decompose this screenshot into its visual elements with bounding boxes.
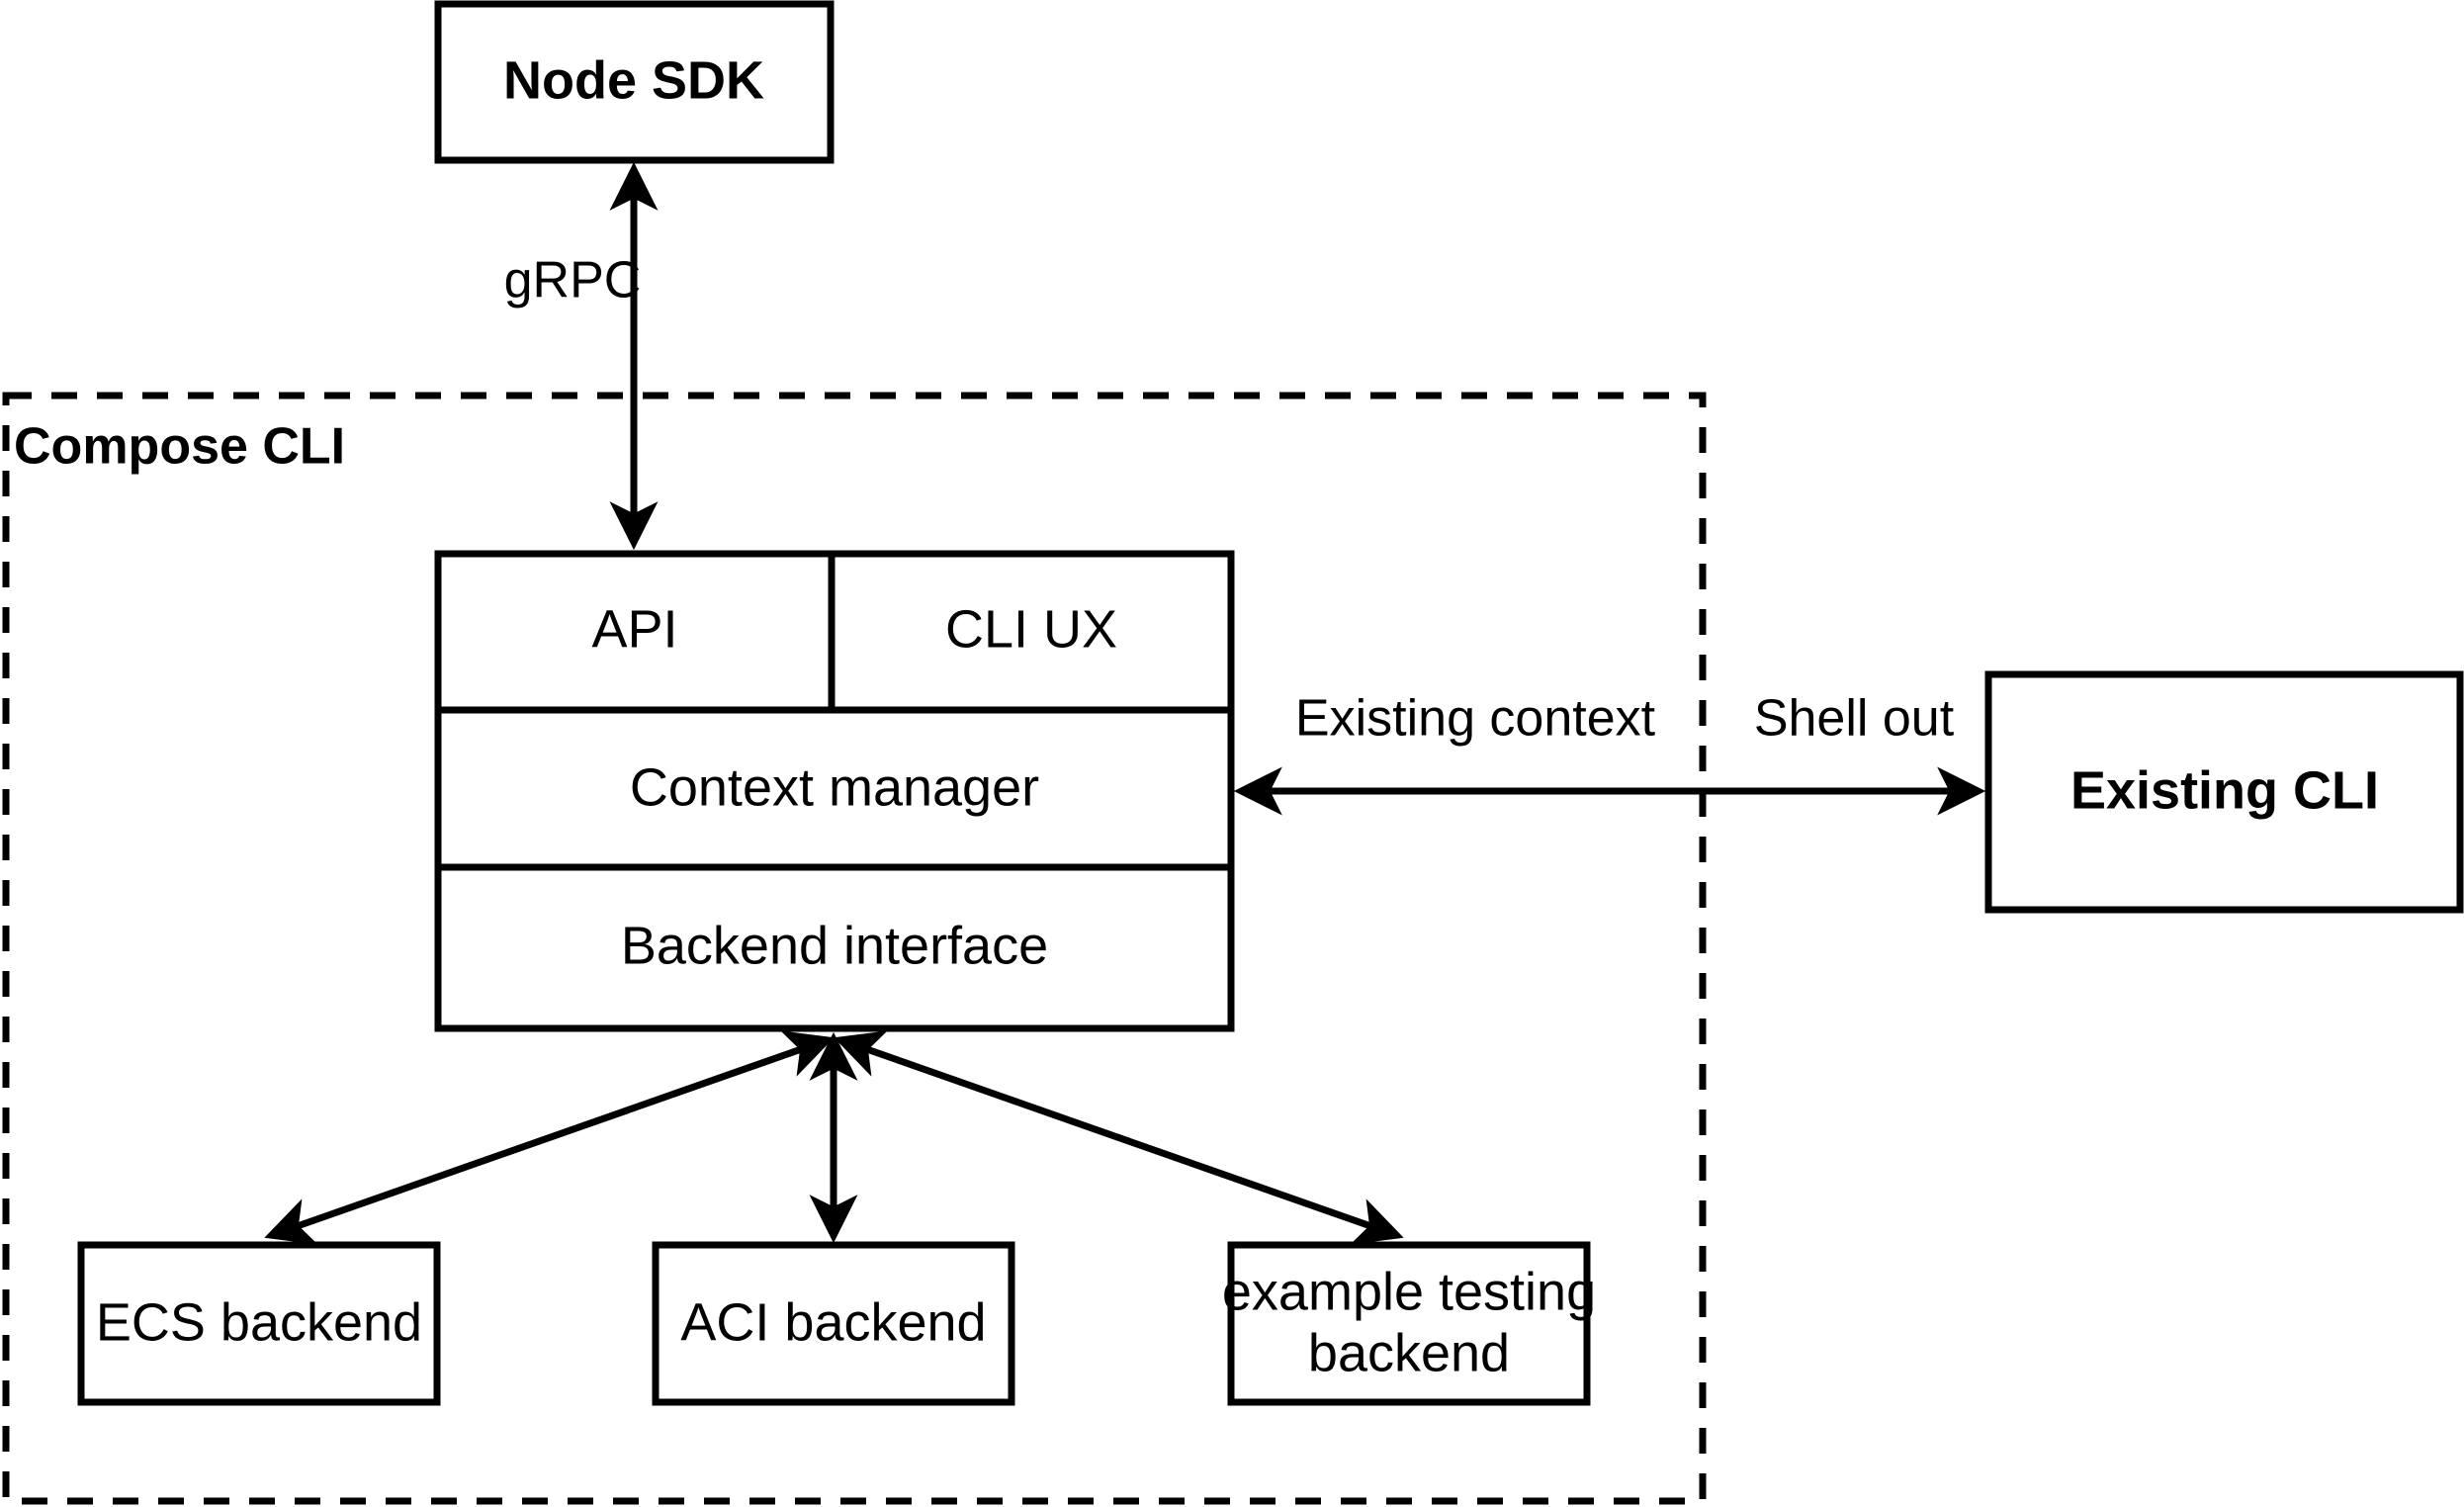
- node-ecs-backend-box[interactable]: [77, 1241, 441, 1406]
- node-context-manager-label: Context manager: [630, 757, 1039, 817]
- node-node-sdk-box[interactable]: [434, 0, 835, 164]
- node-backend-interface-label: Backend interface: [621, 916, 1048, 975]
- node-existing-cli-box[interactable]: [1984, 670, 2464, 914]
- edge-grpc-label: gRPC: [504, 252, 642, 310]
- node-cli-ux[interactable]: CLI UX: [945, 599, 1117, 659]
- node-example-backend[interactable]: example testing backend: [1222, 1241, 1596, 1406]
- group-compose-cli-border: [2, 392, 1707, 1505]
- edge-backend-to-ecs-line: [264, 1030, 835, 1245]
- group-compose-cli-label: Compose CLI: [14, 418, 345, 476]
- edge-grpc: gRPC: [504, 161, 659, 551]
- node-example-backend-label-line2: backend: [1308, 1323, 1510, 1382]
- edge-backend-to-example-line: [834, 1030, 1404, 1245]
- node-cli-ux-label: CLI UX: [945, 599, 1117, 659]
- node-context-manager[interactable]: Context manager: [630, 757, 1039, 817]
- node-node-sdk-label: Node SDK: [503, 50, 764, 110]
- node-cli-stack: API CLI UX Context manager Backend inter…: [434, 550, 1235, 1032]
- edge-existing-context-shell-out: Existing context Shell out: [1233, 690, 1986, 816]
- edge-shell-out-label: Shell out: [1754, 690, 1955, 748]
- node-api-label: API: [591, 599, 677, 659]
- edge-existing-context-label: Existing context: [1295, 690, 1656, 748]
- node-api[interactable]: API: [591, 599, 677, 659]
- node-example-backend-label-line1: example testing: [1222, 1262, 1596, 1321]
- node-aci-backend[interactable]: ACI backend: [652, 1241, 1015, 1406]
- node-ecs-backend[interactable]: ECS backend: [77, 1241, 441, 1406]
- node-ecs-backend-label: ECS backend: [96, 1292, 422, 1352]
- node-backend-interface[interactable]: Backend interface: [621, 916, 1048, 975]
- edge-backend-to-ecs: [264, 1030, 835, 1245]
- node-existing-cli[interactable]: Existing CLI: [1984, 670, 2464, 914]
- node-aci-backend-label: ACI backend: [680, 1292, 986, 1352]
- node-node-sdk[interactable]: Node SDK: [434, 0, 835, 164]
- edge-backend-to-example: [834, 1030, 1404, 1245]
- node-cli-stack-outline: [434, 550, 1235, 1032]
- node-example-backend-box[interactable]: [1227, 1241, 1591, 1406]
- node-aci-backend-box[interactable]: [652, 1241, 1015, 1406]
- group-compose-cli: Compose CLI: [2, 392, 1707, 1505]
- node-existing-cli-label: Existing CLI: [2070, 760, 2379, 820]
